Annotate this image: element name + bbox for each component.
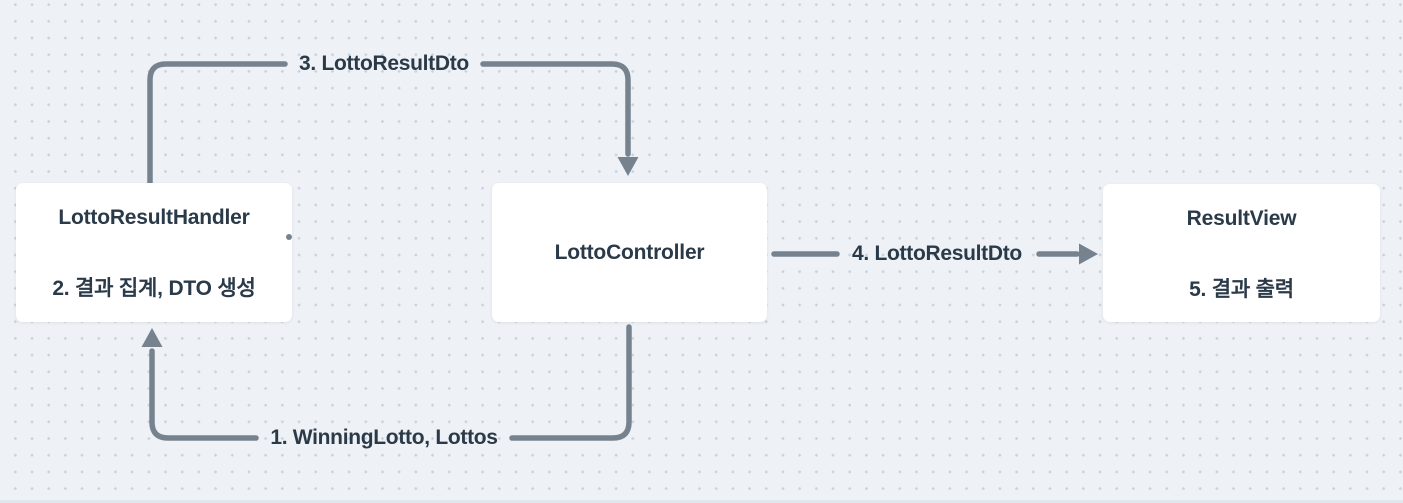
node-title: LottoController [554, 240, 705, 264]
node-subtitle: 5. 결과 출력 [1189, 277, 1294, 301]
arrowhead-down-icon [617, 157, 639, 176]
arrowhead-up-icon [141, 328, 163, 347]
connector-endpoint-dot [286, 234, 292, 240]
node-lotto-result-handler: LottoResultHandler 2. 결과 집계, DTO 생성 [16, 183, 292, 322]
arrow-label-3-lottoresultdto: 3. LottoResultDto [299, 52, 469, 75]
canvas-bottom-edge [0, 500, 1403, 503]
arrow-label-4-lottoresultdto: 4. LottoResultDto [852, 242, 1022, 265]
arrow-label-1-winninglotto-lottos: 1. WinningLotto, Lottos [270, 426, 498, 449]
node-lotto-controller: LottoController [492, 183, 767, 322]
arrow-3-lottoresultdto-path [147, 61, 639, 187]
node-title: LottoResultHandler [58, 205, 250, 229]
node-result-view: ResultView 5. 결과 출력 [1103, 184, 1380, 322]
arrowhead-right-icon [1079, 243, 1098, 265]
node-subtitle: 2. 결과 집계, DTO 생성 [52, 277, 256, 301]
node-title: ResultView [1186, 206, 1297, 230]
arrow-1-winninglotto-path [141, 324, 632, 441]
arrow-4-lottoresultdto-path [771, 243, 1098, 265]
